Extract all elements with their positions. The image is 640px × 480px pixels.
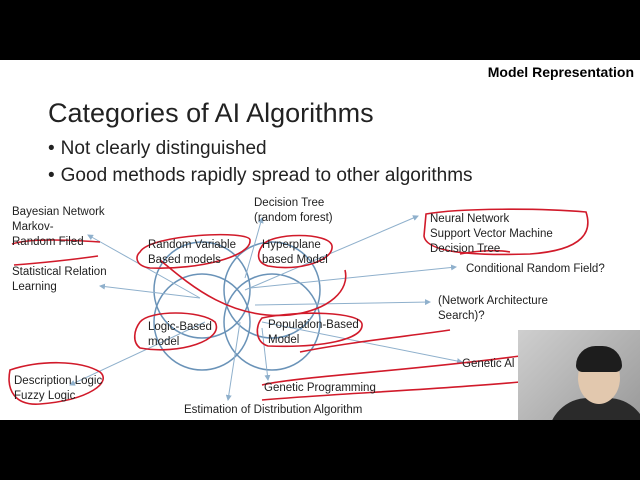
presenter-video-feed xyxy=(518,330,640,420)
label-decision-tree: Decision Tree (random forest) xyxy=(254,197,333,224)
label-description-logic: Description Logic Fuzzy Logic xyxy=(14,375,103,402)
presenter-shoulders xyxy=(548,398,640,420)
slide-title: Categories of AI Algorithms xyxy=(48,98,374,128)
label-statistical-relation: Statistical Relation Learning xyxy=(12,266,107,293)
ink-annotations xyxy=(8,208,589,405)
presenter-hair xyxy=(576,346,622,372)
label-random-variable: Random Variable Based models xyxy=(148,239,237,266)
label-bayesian-network: Bayesian Network Markov- Random Filed xyxy=(12,206,105,248)
label-population: Population-Based Model xyxy=(268,319,359,346)
label-genetic-al: Genetic Al xyxy=(462,358,515,370)
section-label: Model Representation xyxy=(487,64,634,80)
bullet-2: Good methods rapidly spread to other alg… xyxy=(48,165,473,187)
circle-random-variable xyxy=(153,241,251,339)
label-network-architecture: (Network Architecture Search)? xyxy=(438,295,548,322)
slide: Model Representation Categories of AI Al… xyxy=(0,60,640,420)
label-logic: Logic-Based model xyxy=(148,321,212,348)
label-hyperplane: Hyperplane based Model xyxy=(262,239,328,266)
bullet-1: Not clearly distinguished xyxy=(48,138,267,160)
circle-logic xyxy=(153,273,251,371)
label-conditional-random-field: Conditional Random Field? xyxy=(466,263,605,275)
label-neural-network: Neural Network Support Vector Machine De… xyxy=(430,213,553,255)
label-genetic-programming: Genetic Programming xyxy=(264,382,376,394)
circle-population xyxy=(223,273,321,371)
label-estimation-distribution: Estimation of Distribution Algorithm xyxy=(184,404,363,416)
venn-diagram xyxy=(8,208,589,405)
circle-hyperplane xyxy=(223,241,321,339)
